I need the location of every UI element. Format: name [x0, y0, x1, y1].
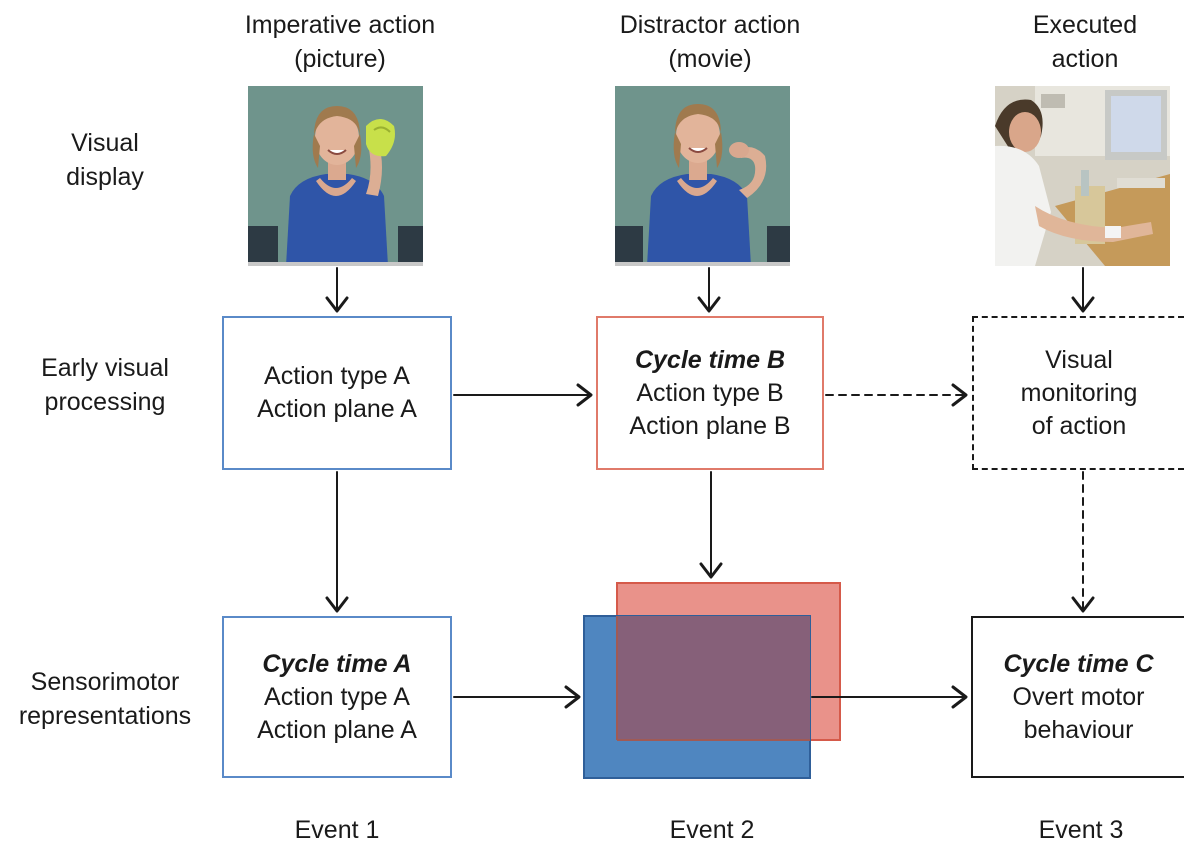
box-line: Action plane A — [257, 715, 417, 744]
sensorimotor-box-a: Cycle time A Action type A Action plane … — [222, 616, 452, 778]
box-line: Action type A — [264, 362, 410, 390]
cycle-time-c-title: Cycle time C — [1003, 649, 1154, 678]
box-line: of action — [1031, 411, 1127, 440]
woman-holding-yellow-object-photo — [248, 86, 423, 266]
arrowhead — [1071, 596, 1095, 613]
box-line: monitoring — [1020, 378, 1138, 407]
row-label-line1: Early visual — [41, 354, 169, 382]
arrowhead — [699, 562, 723, 579]
overlap-region-rect — [617, 616, 810, 740]
column-header-line2: (picture) — [294, 45, 386, 73]
row-label-sensorimotor: Sensorimotor representations — [0, 665, 210, 733]
woman-gesturing-photo — [615, 86, 790, 266]
arrowhead — [951, 685, 968, 709]
column-header-distractor: Distractor action (movie) — [570, 8, 850, 76]
early-visual-box-a: Action type A Action plane A — [222, 316, 452, 470]
column-header-executed: Executed action — [990, 8, 1180, 76]
row-label-visual-display: Visual display — [0, 126, 210, 194]
row-label-line2: representations — [18, 702, 192, 730]
cycle-time-a-title: Cycle time A — [262, 649, 412, 678]
row-label-line1: Sensorimotor — [30, 668, 180, 696]
participant-at-desk-photo — [995, 86, 1170, 266]
box-line: Overt motor — [1012, 682, 1145, 711]
box-line: Action type A — [264, 682, 410, 711]
box-line: behaviour — [1023, 715, 1134, 744]
column-header-line2: action — [1051, 45, 1119, 73]
column-header-line1: Imperative action — [244, 11, 436, 39]
row-label-line2: processing — [44, 388, 166, 416]
box-line: Action plane B — [629, 411, 791, 440]
box-line: Action plane A — [257, 395, 417, 423]
arrowhead — [325, 296, 349, 313]
column-header-line2: (movie) — [668, 45, 752, 73]
row-label-line2: display — [66, 163, 144, 191]
box-line: Action type B — [636, 378, 784, 407]
arrowhead — [564, 685, 581, 709]
row-label-line1: Visual — [71, 129, 139, 157]
arrowhead — [697, 296, 721, 313]
sensorimotor-box-c: Cycle time C Overt motor behaviour — [971, 616, 1184, 778]
column-header-line1: Executed — [1032, 11, 1138, 39]
row-label-early-visual: Early visual processing — [0, 351, 210, 419]
arrowhead — [951, 383, 968, 407]
arrowhead — [576, 383, 593, 407]
visual-monitoring-box: Visual monitoring of action — [972, 316, 1184, 470]
event-1-label: Event 1 — [294, 816, 380, 844]
event-3-label: Event 3 — [1038, 816, 1124, 844]
event-2-label: Event 2 — [669, 816, 755, 844]
arrowhead — [325, 596, 349, 613]
early-visual-box-b: Cycle time B Action type B Action plane … — [596, 316, 824, 470]
box-line: Visual — [1045, 345, 1113, 374]
cycle-time-b-title: Cycle time B — [634, 345, 786, 374]
column-header-imperative: Imperative action (picture) — [200, 8, 480, 76]
column-header-line1: Distractor action — [619, 11, 801, 39]
arrowhead — [1071, 296, 1095, 313]
